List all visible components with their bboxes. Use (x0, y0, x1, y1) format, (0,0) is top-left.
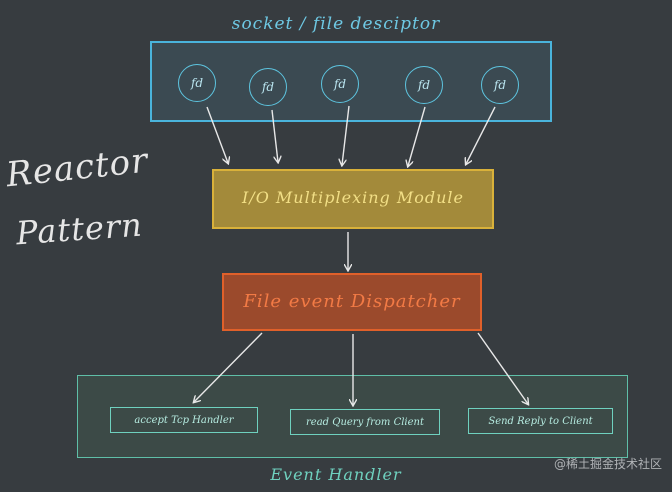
watermark-text: @稀土掘金技术社区 (553, 457, 662, 471)
io-multiplexing-module-box (212, 169, 494, 229)
fd-circle: fd (249, 68, 287, 106)
arrow-fd1-to-io (206, 106, 228, 163)
arrow-dispatcher-to-accept (194, 332, 263, 402)
event-handler-container (77, 375, 628, 458)
accept-tcp-handler-box: accept Tcp Handler (110, 407, 258, 433)
arrow-fd5-to-io (466, 106, 496, 164)
file-event-dispatcher-label: File event Dispatcher (243, 291, 461, 312)
event-handler-label: Event Handler (270, 465, 402, 484)
arrow-dispatcher-to-send (477, 332, 528, 404)
fd-circle: fd (481, 66, 519, 104)
fd-circle: fd (405, 66, 443, 104)
fd-circle: fd (321, 65, 359, 103)
socket-file-descriptor-label: socket / file desciptor (231, 14, 441, 34)
send-reply-handler-box: Send Reply to Client (468, 408, 613, 434)
read-query-handler-box: read Query from Client (290, 409, 440, 435)
io-multiplexing-module-label: I/O Multiplexing Module (241, 188, 464, 207)
watermark: @稀土掘金技术社区 (554, 455, 662, 472)
arrow-fd4-to-io (408, 106, 426, 166)
arrow-fd2-to-io (271, 109, 278, 162)
fd-circle: fd (178, 64, 216, 102)
file-event-dispatcher-box (222, 273, 482, 331)
arrow-fd3-to-io (342, 105, 350, 165)
